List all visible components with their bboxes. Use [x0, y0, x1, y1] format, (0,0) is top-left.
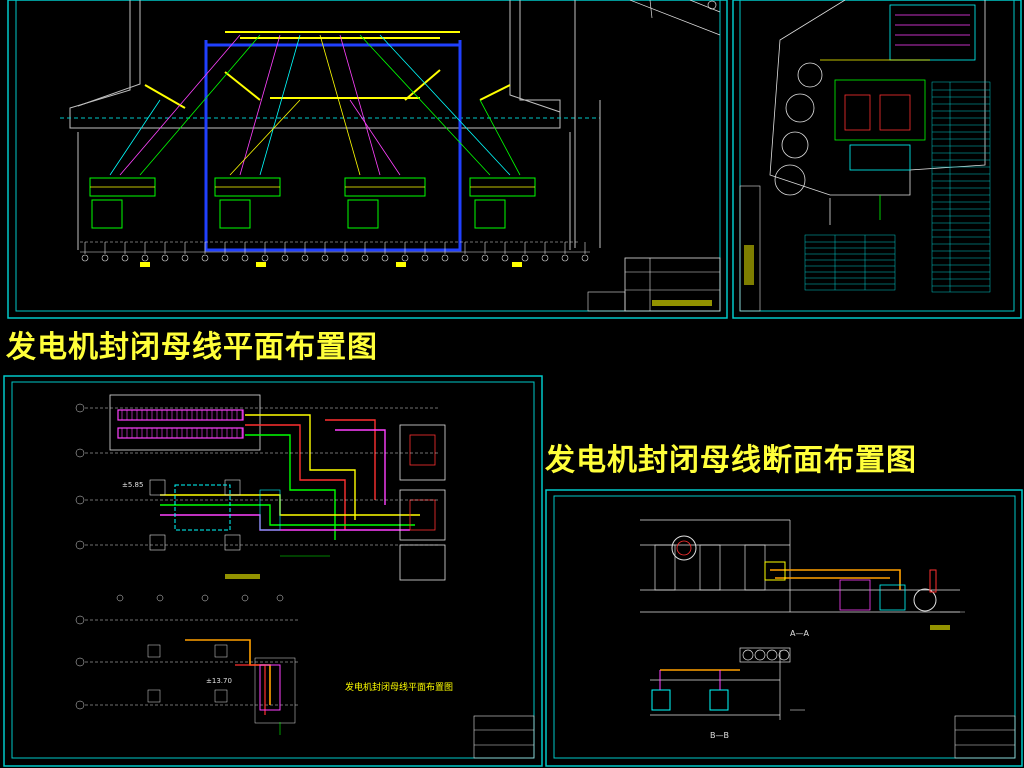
plan-caption-label: 发电机封闭母线平面布置图 [345, 681, 453, 693]
axis-bubble [461, 254, 469, 262]
axis-bubble [361, 254, 369, 262]
heading-section-layout: 发电机封闭母线断面布置图 [545, 443, 917, 478]
title-block [587, 257, 721, 312]
drawing-text-labels: ±5.85 ±13.70 发电机封闭母线平面布置图 A—A B—B [122, 481, 809, 740]
generator-units [89, 177, 536, 229]
axis-ticks-lower [116, 594, 284, 602]
elevation-upper-label: ±5.85 [122, 481, 143, 489]
section-b-label: B—B [710, 731, 729, 740]
sheet-top-left [7, 0, 728, 319]
sheet-top-right [732, 0, 1022, 319]
axis-bubble [101, 254, 109, 262]
axis-bubble [181, 254, 189, 262]
legend-tables [804, 81, 991, 293]
title-block-bl [473, 715, 535, 759]
north-arrow-area [629, 0, 721, 36]
axis-bubble [301, 254, 309, 262]
axis-bubble [281, 254, 289, 262]
title-block-br [954, 715, 1016, 759]
axis-bubble [141, 254, 149, 262]
axis-bubble [421, 254, 429, 262]
axis-bubbles [81, 242, 589, 262]
axis-bubble [381, 254, 389, 262]
yellow-bus-runs [144, 31, 511, 109]
plant-outline [60, 0, 601, 250]
axis-bubble [201, 254, 209, 262]
fan-lines [109, 34, 521, 176]
plan-upper [109, 394, 446, 581]
axis-bubble [81, 254, 89, 262]
axis-grid-plan-upper [75, 403, 440, 550]
axis-bubble [521, 254, 529, 262]
axis-bubble [341, 254, 349, 262]
blue-trunk [204, 40, 462, 252]
axis-bubble [161, 254, 169, 262]
axis-bubble [581, 254, 589, 262]
axis-bubble [541, 254, 549, 262]
axis-bubble [441, 254, 449, 262]
section-b [650, 647, 805, 720]
sheet-bottom-left [3, 375, 543, 767]
axis-bubble [561, 254, 569, 262]
axis-bubble [401, 254, 409, 262]
axis-bubble [321, 254, 329, 262]
section-a [640, 519, 965, 630]
unit-labels [140, 262, 522, 267]
elevation-lower-label: ±13.70 [206, 677, 232, 685]
section-a-label: A—A [790, 629, 809, 638]
axis-bubble [241, 254, 249, 262]
site-plan [769, 0, 986, 225]
axis-bubble [261, 254, 269, 262]
sheet-bottom-right [545, 489, 1023, 767]
axis-bubble [121, 254, 129, 262]
axis-bubble [501, 254, 509, 262]
axis-bubble [481, 254, 489, 262]
heading-plan-layout: 发电机封闭母线平面布置图 [6, 330, 378, 365]
plan-lower [75, 615, 300, 735]
axis-bubble [221, 254, 229, 262]
